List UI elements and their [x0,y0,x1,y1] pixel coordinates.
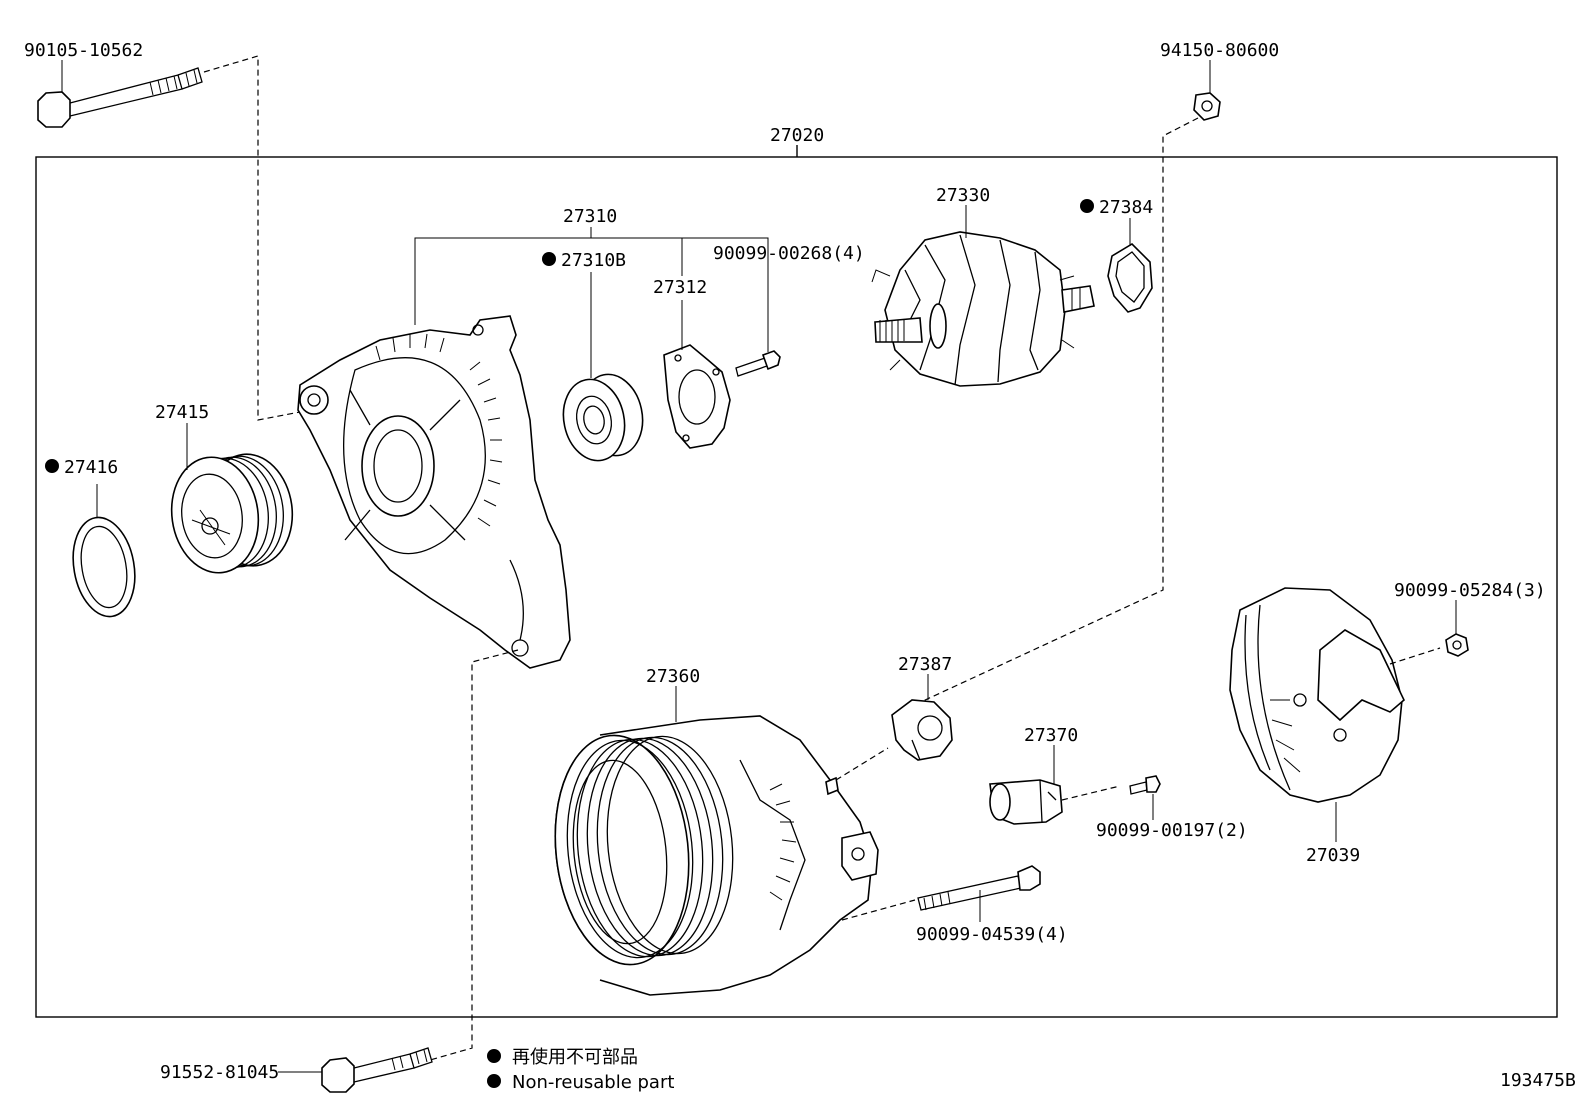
cover-27384 [1107,242,1153,313]
callout-27312: 27312 [653,277,707,298]
callout-27387: 27387 [898,654,952,675]
legend-en: Non-reusable part [512,1072,674,1093]
callout-27360: 27360 [646,666,700,687]
callout-27039: 27039 [1306,845,1360,866]
callout-27416: 27416 [64,457,118,478]
callout-91552-81045: 91552-81045 [160,1062,279,1083]
drive-end-frame-27310 [297,315,571,669]
nut-90099-05284 [1445,633,1469,657]
pulley-27415 [170,453,294,574]
callout-27310: 27310 [563,206,617,227]
diagram-id: 193475B [1500,1070,1576,1091]
bearing-27310b [562,373,644,462]
rear-cover-27039 [1229,587,1405,803]
bolt-91552-81045 [321,1047,433,1093]
nut-94150-80600 [1193,92,1221,121]
callout-27370: 27370 [1024,725,1078,746]
callout-27415: 27415 [155,402,209,423]
bolt-90105-10562 [37,67,203,128]
callout-90099-05284: 90099-05284(3) [1394,580,1546,601]
callout-27310b: 27310B [561,250,626,271]
callout-90099-00197: 90099-00197(2) [1096,820,1248,841]
bolt-90099-04539 [917,865,1041,911]
boot-27387 [891,699,953,761]
callout-90099-00268: 90099-00268(4) [713,243,865,264]
callout-94150-80600: 94150-80600 [1160,40,1279,61]
seal-ring-27416 [72,516,136,618]
rotor-27330 [871,231,1095,387]
brush-holder-27370 [989,779,1063,825]
callout-27020: 27020 [770,125,824,146]
stator-housing-27360 [554,715,879,996]
callout-27384: 27384 [1099,197,1153,218]
callout-27330: 27330 [936,185,990,206]
retainer-plate-27312 [663,344,731,449]
callout-90099-04539: 90099-04539(4) [916,924,1068,945]
screw-90099-00197 [1129,775,1161,795]
legend-jp: 再使用不可部品 [512,1047,638,1068]
callout-90105-10562: 90105-10562 [24,40,143,61]
screw-90099-00268 [735,350,781,377]
